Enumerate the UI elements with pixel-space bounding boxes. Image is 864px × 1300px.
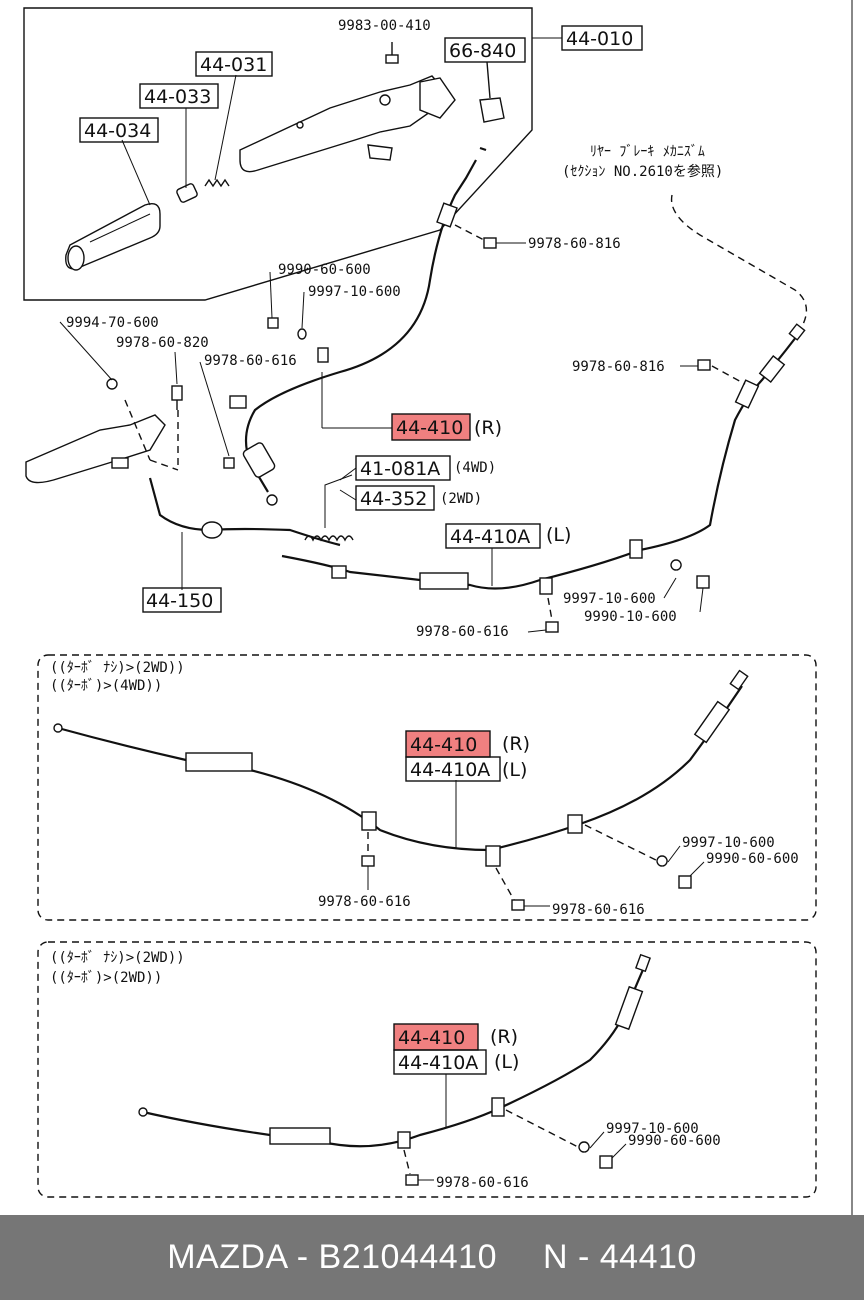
panel3-label-44-410: 44-410 — [398, 1027, 465, 1049]
note-rear-brake-line2: (ｾｸｼｮﾝ NO.2610を参照) — [562, 163, 723, 180]
lever-spring — [204, 178, 230, 188]
label-44-010: 44-010 — [566, 28, 633, 50]
label-l-main: (L) — [546, 524, 571, 546]
panel2-condition-2: ((ﾀｰﾎﾞ)>(4WD)) — [50, 678, 162, 694]
inset-box — [23, 7, 533, 301]
bolt-9978-60-816-a — [454, 224, 526, 249]
label-44-150: 44-150 — [146, 590, 213, 612]
panel2-label-9978-b: 9978-60-616 — [552, 902, 645, 918]
footer-part-number: MAZDA - B21044410 — [167, 1238, 497, 1276]
footer-alt-number: N - 44410 — [542, 1238, 697, 1276]
panel3-label-44-410A: 44-410A — [398, 1052, 478, 1074]
parking-brake-diagram: 44-010 66-840 9983-00-410 44-031 44-033 … — [23, 0, 853, 1215]
label-44-033: 44-033 — [144, 86, 211, 108]
label-44-410-main: 44-410 — [396, 417, 463, 439]
panel2-label-l: (L) — [502, 759, 527, 781]
label-2wd: (2WD) — [440, 491, 482, 507]
bushing-66840 — [479, 61, 505, 123]
panel2-cable — [57, 685, 743, 852]
panel2-label-9997: 9997-10-600 — [682, 835, 775, 851]
panel-variant-1 — [37, 654, 817, 921]
label-9994-70-600: 9994-70-600 — [66, 315, 159, 331]
label-44-410A-main: 44-410A — [450, 526, 530, 548]
label-41-081A: 41-081A — [360, 458, 440, 480]
label-44-352: 44-352 — [360, 488, 427, 510]
lever-assembly-small — [25, 378, 235, 484]
panel2-label-44-410: 44-410 — [410, 734, 477, 756]
panel2-label-r: (R) — [502, 733, 530, 755]
panel3-label-9978: 9978-60-616 — [436, 1175, 529, 1191]
label-9978-60-816-b: 9978-60-816 — [572, 359, 665, 375]
label-9997-10-600-a: 9997-10-600 — [308, 284, 401, 300]
panel2-label-9978-a: 9978-60-616 — [318, 894, 411, 910]
label-9997-10-600-b: 9997-10-600 — [563, 591, 656, 607]
panel3-label-r: (R) — [490, 1026, 518, 1048]
label-9978-60-616-b: 9978-60-616 — [416, 624, 509, 640]
cable-44-150 — [148, 477, 341, 547]
label-r-main: (R) — [474, 417, 502, 439]
label-9978-60-816-a: 9978-60-816 — [528, 236, 621, 252]
panel2-label-44-410A: 44-410A — [410, 759, 490, 781]
panel3-condition-2: ((ﾀｰﾎﾞ)>(2WD)) — [50, 970, 162, 986]
panel3-condition-1: ((ﾀｰﾎﾞ ﾅｼ)>(2WD)) — [50, 950, 185, 966]
panel3-cable — [142, 964, 647, 1148]
label-9990-60-600-a: 9990-60-600 — [278, 262, 371, 278]
label-4wd: (4WD) — [454, 460, 496, 476]
label-44-034: 44-034 — [84, 120, 151, 142]
label-44-031: 44-031 — [200, 54, 267, 76]
panel3-label-9997: 9997-10-600 — [606, 1121, 699, 1137]
panel2-condition-1: ((ﾀｰﾎﾞ ﾅｼ)>(2WD)) — [50, 660, 185, 676]
lever-grip — [65, 202, 161, 271]
panel3-label-l: (L) — [494, 1051, 519, 1073]
footer-bar: MAZDA - B21044410 N - 44410 — [0, 1215, 864, 1300]
label-9983-00-410: 9983-00-410 — [338, 18, 431, 34]
panel-variant-2 — [37, 941, 817, 1198]
label-66-840: 66-840 — [449, 40, 516, 62]
cable-44-410-r — [244, 159, 477, 493]
label-9990-10-600: 9990-10-600 — [584, 609, 677, 625]
return-spring — [304, 535, 354, 542]
panel2-label-9990: 9990-60-600 — [706, 851, 799, 867]
bolt-9983 — [385, 42, 399, 64]
label-9978-60-820: 9978-60-820 — [116, 335, 209, 351]
lever-body — [239, 75, 456, 173]
note-rear-brake-line1: ﾘﾔｰ ﾌﾞﾚｰｷ ﾒｶﾆｽﾞﾑ — [590, 144, 705, 160]
label-9978-60-616-a: 9978-60-616 — [204, 353, 297, 369]
lever-pin — [176, 183, 198, 203]
panel3-label-9990: 9990-60-600 — [628, 1133, 721, 1149]
